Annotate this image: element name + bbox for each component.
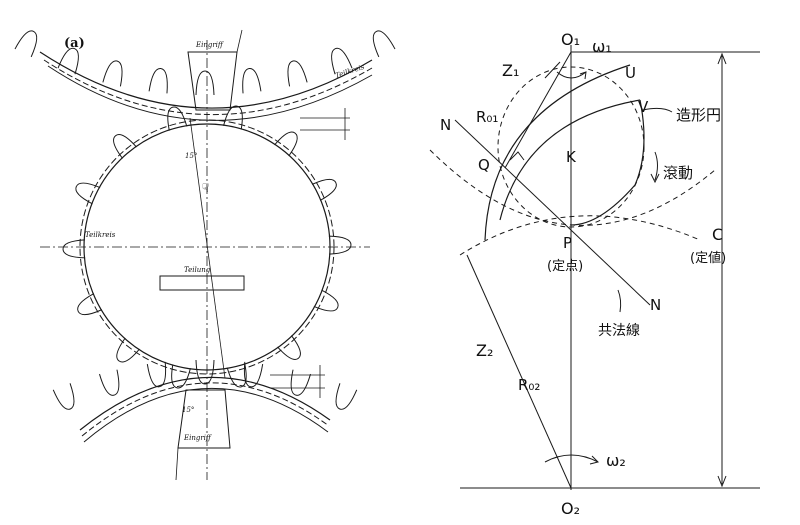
gear-tooth	[195, 359, 215, 385]
teichi-label: (定値)	[690, 250, 726, 266]
center-gear-teeth	[62, 105, 352, 389]
teiten-label: (定点)	[547, 259, 583, 274]
gear-tooth	[274, 131, 298, 157]
gear-tooth	[116, 337, 140, 363]
gear-tooth	[223, 105, 243, 130]
gear-tooth	[57, 47, 79, 75]
gear-tooth	[243, 361, 264, 388]
z1-label: Z₁	[502, 61, 519, 80]
gear-tooth	[195, 70, 215, 96]
gear-tooth	[372, 30, 396, 58]
gear-tooth	[313, 289, 339, 312]
k-label: K	[566, 148, 577, 166]
angle-bottom-label: 15°	[182, 406, 194, 414]
z2-label: Z₂	[476, 341, 493, 360]
q-label: Q	[478, 156, 490, 174]
gear-tooth	[335, 383, 358, 410]
c-label: C	[712, 225, 723, 244]
n-bottom-label: N	[650, 296, 661, 314]
right-theory-figure: O₁ ω₁ Z₁ U V 造形円 N R₀₁ Q K 滾動 P (定点) C (…	[429, 30, 760, 518]
angle-top-label: 15°	[185, 152, 197, 160]
gear-tooth	[287, 60, 308, 87]
n-top-label: N	[440, 116, 451, 134]
gear-tooth	[242, 67, 262, 94]
kodo-label: 滾動	[663, 164, 693, 182]
o1-label: O₁	[561, 30, 580, 49]
gear-tooth	[75, 182, 101, 205]
zokeisen-label: 造形円	[676, 106, 721, 124]
u-label: U	[625, 64, 636, 82]
gear-tooth	[77, 293, 103, 316]
gear-tooth	[148, 67, 168, 94]
hand-icon: ☟	[202, 181, 209, 195]
kyohosen-label: 共法線	[598, 323, 640, 339]
gear-tooth	[331, 47, 353, 75]
omega1-label: ω₁	[592, 37, 612, 56]
gear-tooth	[102, 60, 123, 87]
gear-tooth	[277, 335, 301, 360]
omega2-label: ω₂	[606, 451, 626, 470]
gear-tooth	[290, 369, 311, 396]
lower-gear-teeth	[52, 359, 358, 410]
teilkreis-left-label: Teilkreis	[85, 231, 116, 239]
teilung-label: Teilung	[184, 266, 211, 274]
gear-tooth	[99, 369, 120, 396]
upper-gear-teeth	[14, 30, 396, 96]
gear-tooth	[62, 239, 86, 259]
gear-tooth	[113, 134, 137, 159]
gear-tooth	[52, 383, 75, 410]
p-label: P	[563, 234, 572, 252]
o2-label: O₂	[561, 499, 580, 518]
r01-label: R₀₁	[476, 108, 498, 126]
gear-tooth	[167, 106, 188, 131]
left-gear-figure: ☟ (a) Eingriff Eingriff Teilkreis Teilkr…	[14, 29, 396, 481]
panel-label: (a)	[64, 36, 85, 51]
eingriff-bottom-label: Eingriff	[183, 434, 212, 442]
gear-tooth	[311, 178, 337, 201]
gear-tooth	[146, 361, 167, 388]
r02-label: R₀₂	[518, 376, 540, 394]
gear-tooth	[328, 235, 352, 255]
v-label: V	[638, 98, 649, 116]
eingriff-top-label: Eingriff	[195, 41, 224, 49]
gear-tooth	[14, 30, 38, 58]
teilkreis-top-label: Teilkreis	[334, 63, 366, 80]
